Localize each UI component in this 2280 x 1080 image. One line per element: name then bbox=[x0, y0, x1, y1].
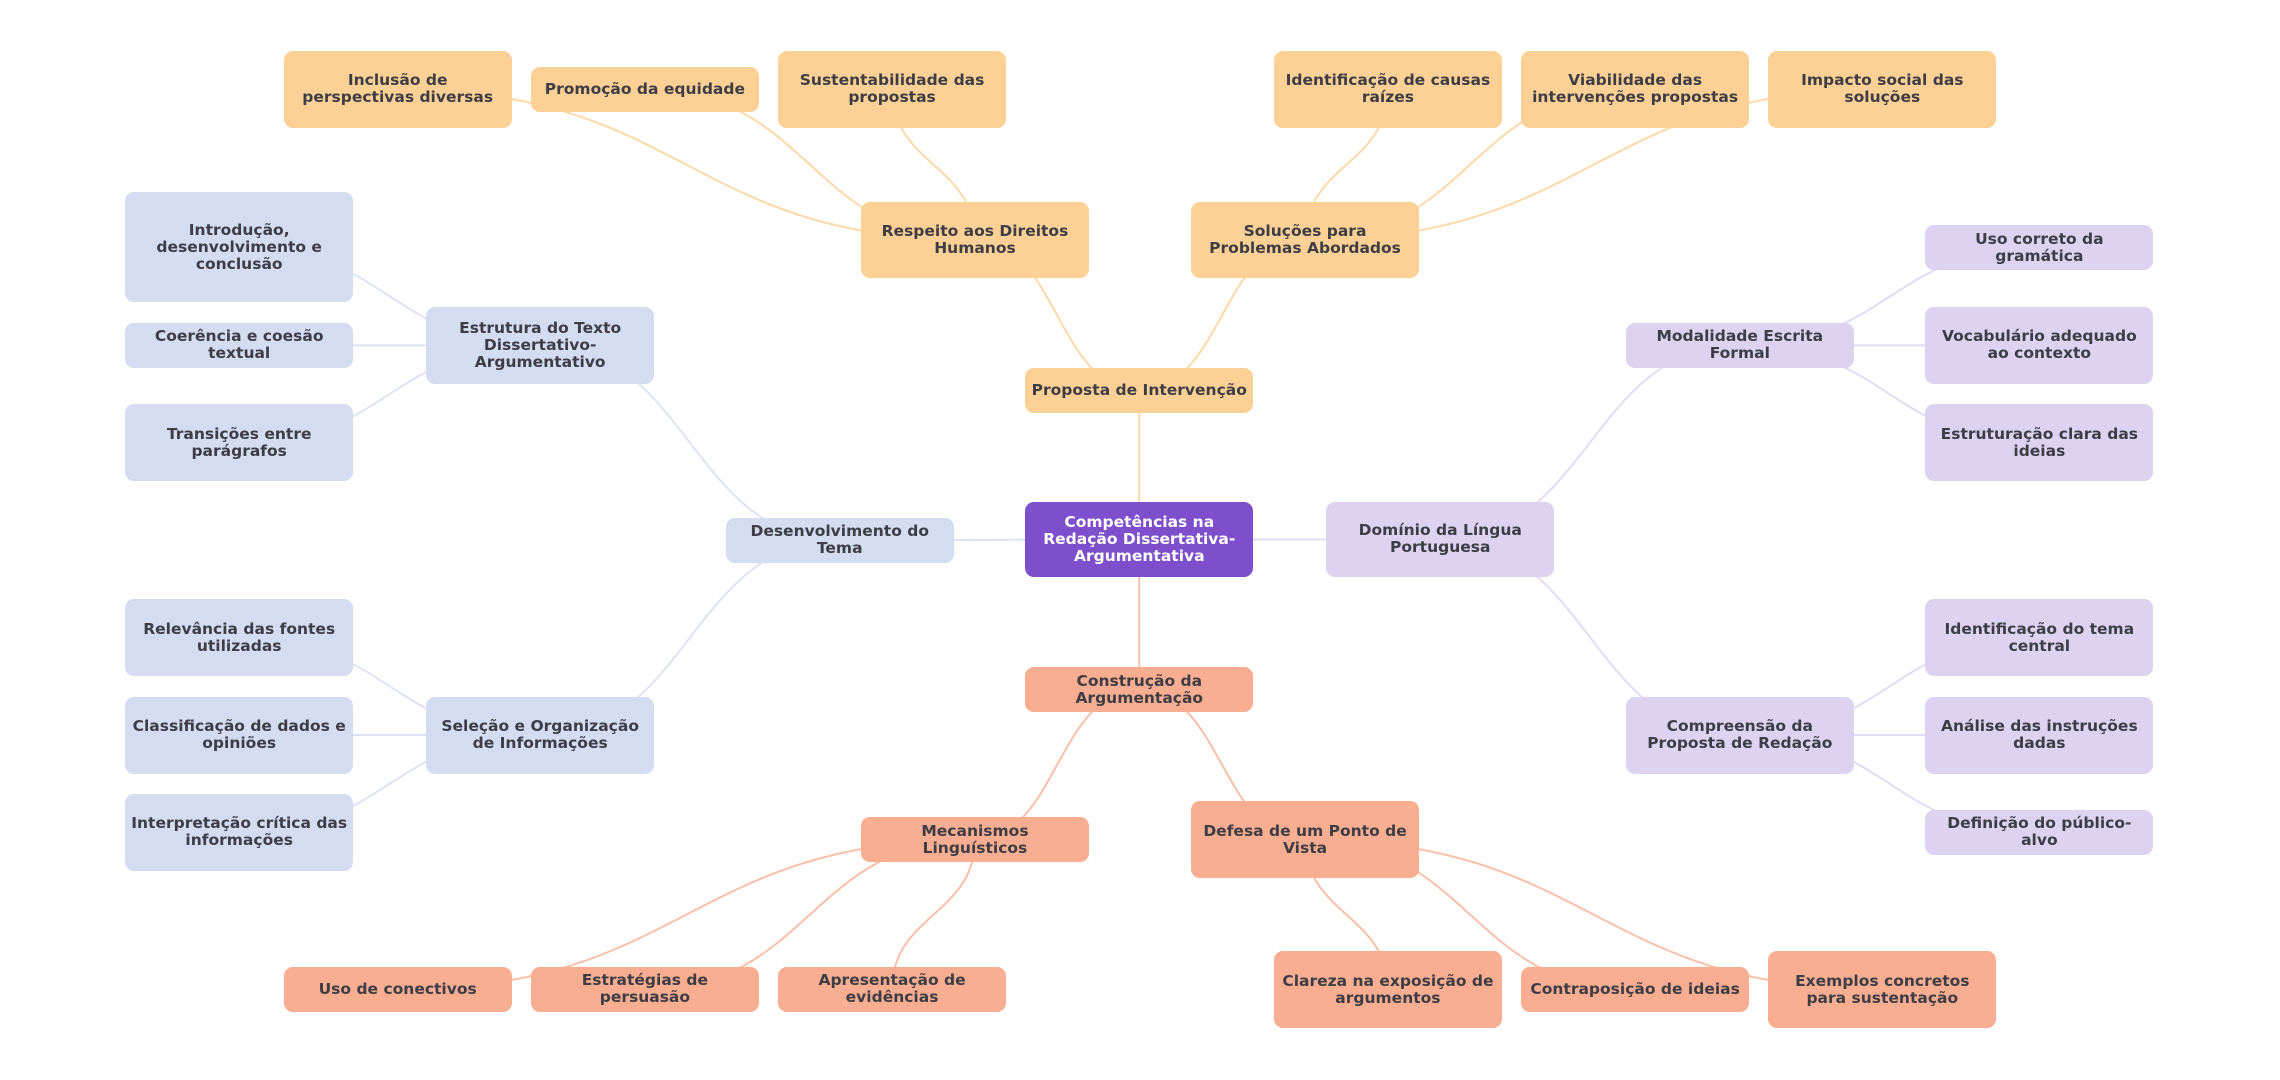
node-label: Mecanismos Linguísticos bbox=[921, 821, 1029, 857]
node-label: Estratégias de persuasão bbox=[581, 971, 709, 1007]
node-label: Introdução, desenvolvimento e conclusão bbox=[156, 220, 322, 273]
node-promocao[interactable]: Promoção da equidade bbox=[530, 66, 760, 112]
node-label: Interpretação crítica das informações bbox=[131, 814, 348, 850]
node-estrutura[interactable]: Estrutura do Texto Dissertativo-Argument… bbox=[426, 306, 655, 384]
node-clareza[interactable]: Clareza na exposição de argumentos bbox=[1273, 950, 1503, 1029]
node-tema[interactable]: Identificação do tema central bbox=[1925, 599, 2154, 677]
node-label: Desenvolvimento do Tema bbox=[750, 522, 929, 558]
node-label: Transições entre parágrafos bbox=[166, 424, 312, 460]
node-evidencias[interactable]: Apresentação de evidências bbox=[777, 966, 1007, 1013]
node-label: Uso de conectivos bbox=[318, 979, 477, 998]
node-interpretacao[interactable]: Interpretação crítica das informações bbox=[125, 793, 354, 871]
node-gramatica[interactable]: Uso correto da gramática bbox=[1925, 225, 2154, 271]
node-viabilidade[interactable]: Viabilidade das intervenções propostas bbox=[1520, 50, 1750, 128]
node-persuasao[interactable]: Estratégias de persuasão bbox=[530, 966, 760, 1013]
node-coerencia[interactable]: Coerência e coesão textual bbox=[125, 322, 354, 368]
node-label: Sustentabilidade das propostas bbox=[799, 71, 985, 107]
node-classificacao[interactable]: Classificação de dados e opiniões bbox=[125, 696, 354, 774]
node-label: Respeito aos Direitos Humanos bbox=[881, 221, 1069, 257]
node-label: Vocabulário adequado ao contexto bbox=[1941, 327, 2137, 363]
node-label: Exemplos concretos para sustentação bbox=[1795, 971, 1970, 1007]
node-label: Análise das instruções dadas bbox=[1941, 717, 2138, 753]
node-label: Modalidade Escrita Formal bbox=[1656, 327, 1824, 363]
node-exemplos[interactable]: Exemplos concretos para sustentação bbox=[1768, 950, 1997, 1029]
node-inclusao[interactable]: Inclusão de perspectivas diversas bbox=[283, 50, 512, 128]
node-label: Relevância das fontes utilizadas bbox=[143, 619, 336, 655]
node-conectivos[interactable]: Uso de conectivos bbox=[283, 966, 512, 1013]
node-analise[interactable]: Análise das instruções dadas bbox=[1925, 696, 2154, 774]
node-label: Compreensão da Proposta de Redação bbox=[1647, 717, 1833, 753]
node-label: Coerência e coesão textual bbox=[154, 327, 324, 363]
node-label: Competências na Redação Dissertativa-Arg… bbox=[1043, 512, 1236, 565]
node-label: Inclusão de perspectivas diversas bbox=[302, 71, 494, 107]
node-construcao[interactable]: Construção da Argumentação bbox=[1025, 667, 1254, 713]
node-label: Clareza na exposição de argumentos bbox=[1282, 971, 1494, 1007]
node-label: Proposta de Intervenção bbox=[1031, 380, 1247, 399]
node-label: Contraposição de ideias bbox=[1530, 979, 1740, 998]
node-label: Identificação do tema central bbox=[1944, 619, 2135, 655]
node-estruturacao[interactable]: Estruturação clara das ideias bbox=[1925, 404, 2154, 482]
node-vocabulario[interactable]: Vocabulário adequado ao contexto bbox=[1925, 306, 2154, 384]
node-solucoes[interactable]: Soluções para Problemas Abordados bbox=[1190, 202, 1420, 278]
node-label: Uso correto da gramática bbox=[1975, 229, 2104, 265]
node-compreensao[interactable]: Compreensão da Proposta de Redação bbox=[1625, 696, 1854, 774]
node-sustentabilidade[interactable]: Sustentabilidade das propostas bbox=[777, 50, 1007, 128]
node-relevancia[interactable]: Relevância das fontes utilizadas bbox=[125, 599, 354, 677]
node-mecanismos[interactable]: Mecanismos Linguísticos bbox=[860, 817, 1090, 863]
node-label: Seleção e Organização de Informações bbox=[441, 717, 639, 753]
node-label: Classificação de dados e opiniões bbox=[132, 717, 346, 753]
node-desenvolvimento[interactable]: Desenvolvimento do Tema bbox=[725, 517, 954, 563]
node-label: Viabilidade das intervenções propostas bbox=[1532, 71, 1739, 107]
node-label: Impacto social das soluções bbox=[1801, 71, 1964, 107]
node-modalidade[interactable]: Modalidade Escrita Formal bbox=[1625, 322, 1854, 368]
node-selecao[interactable]: Seleção e Organização de Informações bbox=[426, 696, 655, 774]
node-respeito[interactable]: Respeito aos Direitos Humanos bbox=[860, 202, 1090, 278]
edge-mecanismos-evidencias bbox=[891, 839, 976, 990]
node-label: Estrutura do Texto Dissertativo-Argument… bbox=[459, 318, 622, 371]
node-proposta[interactable]: Proposta de Intervenção bbox=[1025, 367, 1254, 413]
node-dominio[interactable]: Domínio da Língua Portuguesa bbox=[1326, 501, 1555, 578]
node-impacto[interactable]: Impacto social das soluções bbox=[1768, 50, 1997, 128]
node-publico[interactable]: Definição do público-alvo bbox=[1925, 809, 2154, 855]
node-transicoes[interactable]: Transições entre parágrafos bbox=[125, 404, 354, 482]
node-label: Estruturação clara das ideias bbox=[1940, 424, 2139, 460]
root-node[interactable]: Competências na Redação Dissertativa-Arg… bbox=[1025, 501, 1254, 578]
node-defesa[interactable]: Defesa de um Ponto de Vista bbox=[1190, 801, 1420, 879]
node-label: Promoção da equidade bbox=[544, 79, 745, 98]
node-introducao[interactable]: Introdução, desenvolvimento e conclusão bbox=[125, 191, 354, 303]
node-label: Apresentação de evidências bbox=[818, 971, 966, 1007]
node-label: Defesa de um Ponto de Vista bbox=[1203, 821, 1407, 857]
node-label: Identificação de causas raízes bbox=[1285, 71, 1491, 107]
node-label: Domínio da Língua Portuguesa bbox=[1358, 521, 1522, 557]
node-label: Soluções para Problemas Abordados bbox=[1209, 221, 1401, 257]
node-contraposicao[interactable]: Contraposição de ideias bbox=[1520, 966, 1750, 1013]
node-causas[interactable]: Identificação de causas raízes bbox=[1273, 50, 1503, 128]
node-label: Definição do público-alvo bbox=[1947, 814, 2132, 850]
node-label: Construção da Argumentação bbox=[1075, 671, 1204, 707]
